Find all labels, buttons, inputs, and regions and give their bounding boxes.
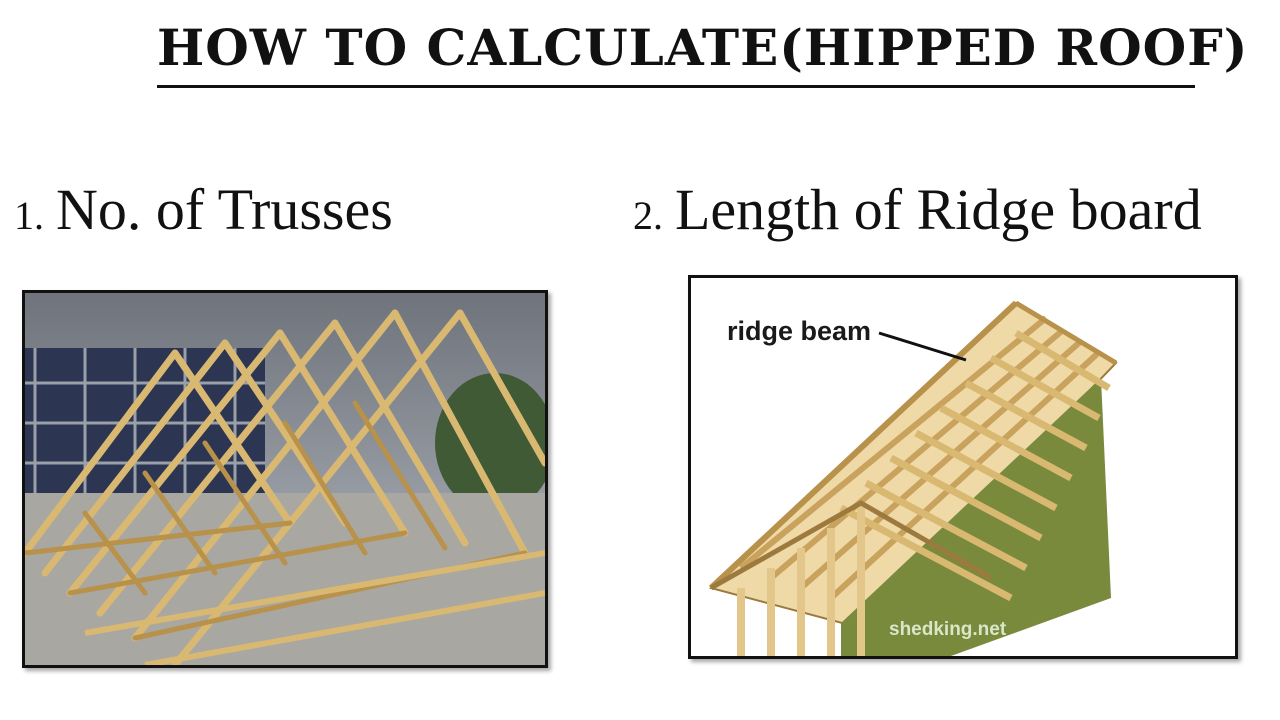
ridge-beam-diagram: ridge beam shedking.net xyxy=(688,275,1238,659)
item-label: Length of Ridge board xyxy=(675,177,1202,242)
callout-line xyxy=(878,331,967,362)
watermark-text: shedking.net xyxy=(889,619,1007,640)
item-number: 1. xyxy=(14,193,44,238)
ridge-beam-label: ridge beam xyxy=(727,316,871,346)
slide-title: HOW TO CALCULATE(HIPPED ROOF) xyxy=(157,18,1249,77)
item-number: 2. xyxy=(633,193,663,238)
title-underline xyxy=(157,85,1195,88)
item-heading-ridge-board: 2. Length of Ridge board xyxy=(633,178,1202,242)
item-label: No. of Trusses xyxy=(56,177,393,242)
roof-trusses-photo xyxy=(22,290,548,668)
ridge-beam-diagram-icon: ridge beam shedking.net xyxy=(691,278,1235,656)
roof-trusses-photo-icon xyxy=(25,293,545,665)
item-heading-trusses: 1. No. of Trusses xyxy=(14,178,393,242)
